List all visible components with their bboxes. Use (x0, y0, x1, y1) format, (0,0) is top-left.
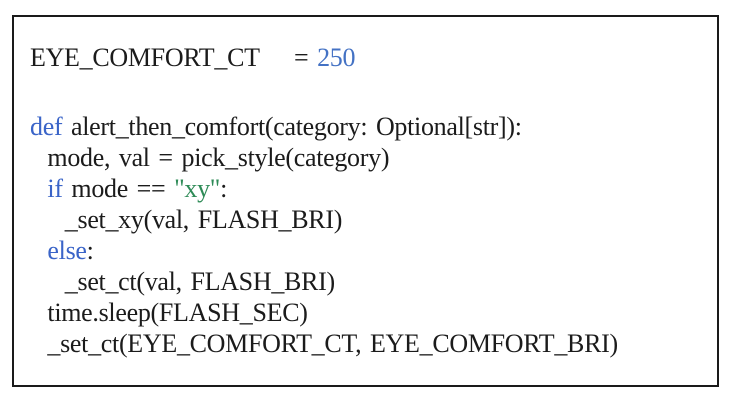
code-token-keyword: if (47, 174, 63, 203)
code-token-plain: _set_xy(val, FLASH_BRI) (30, 205, 343, 234)
code-token-plain: alert_then_comfort(category: Optional[st… (62, 112, 522, 141)
code-token-keyword: else (47, 236, 87, 265)
code-line: _set_ct(EYE_COMFORT_CT, EYE_COMFORT_BRI) (30, 328, 717, 359)
code-token-plain: mode == (62, 174, 175, 203)
code-line-blank (30, 73, 717, 111)
code-line: def alert_then_comfort(category: Optiona… (30, 111, 717, 142)
code-token-plain (30, 174, 47, 203)
code-line: EYE_COMFORT_CT = 250 (30, 42, 717, 73)
code-token-plain: EYE_COMFORT_CT = (30, 43, 318, 72)
code-line: _set_xy(val, FLASH_BRI) (30, 204, 717, 235)
code-token-plain: _set_ct(EYE_COMFORT_CT, EYE_COMFORT_BRI) (30, 329, 618, 358)
code-block: EYE_COMFORT_CT = 250 def alert_then_comfo… (14, 17, 717, 359)
code-box-frame: EYE_COMFORT_CT = 250 def alert_then_comfo… (12, 15, 719, 387)
code-line: mode, val = pick_style(category) (30, 142, 717, 173)
code-token-plain: time.sleep(FLASH_SEC) (30, 298, 308, 327)
code-token-plain: _set_ct(val, FLASH_BRI) (30, 267, 335, 296)
code-token-plain: : (220, 174, 228, 203)
code-token-plain: : (86, 236, 94, 265)
code-token-plain (30, 236, 47, 265)
code-line: time.sleep(FLASH_SEC) (30, 297, 717, 328)
code-token-string: "xy" (174, 174, 221, 203)
code-token-number: 250 (317, 43, 356, 72)
code-line: if mode == "xy": (30, 173, 717, 204)
code-token-keyword: def (30, 112, 63, 141)
code-line: _set_ct(val, FLASH_BRI) (30, 266, 717, 297)
code-token-plain: mode, val = pick_style(category) (30, 143, 390, 172)
code-line: else: (30, 235, 717, 266)
